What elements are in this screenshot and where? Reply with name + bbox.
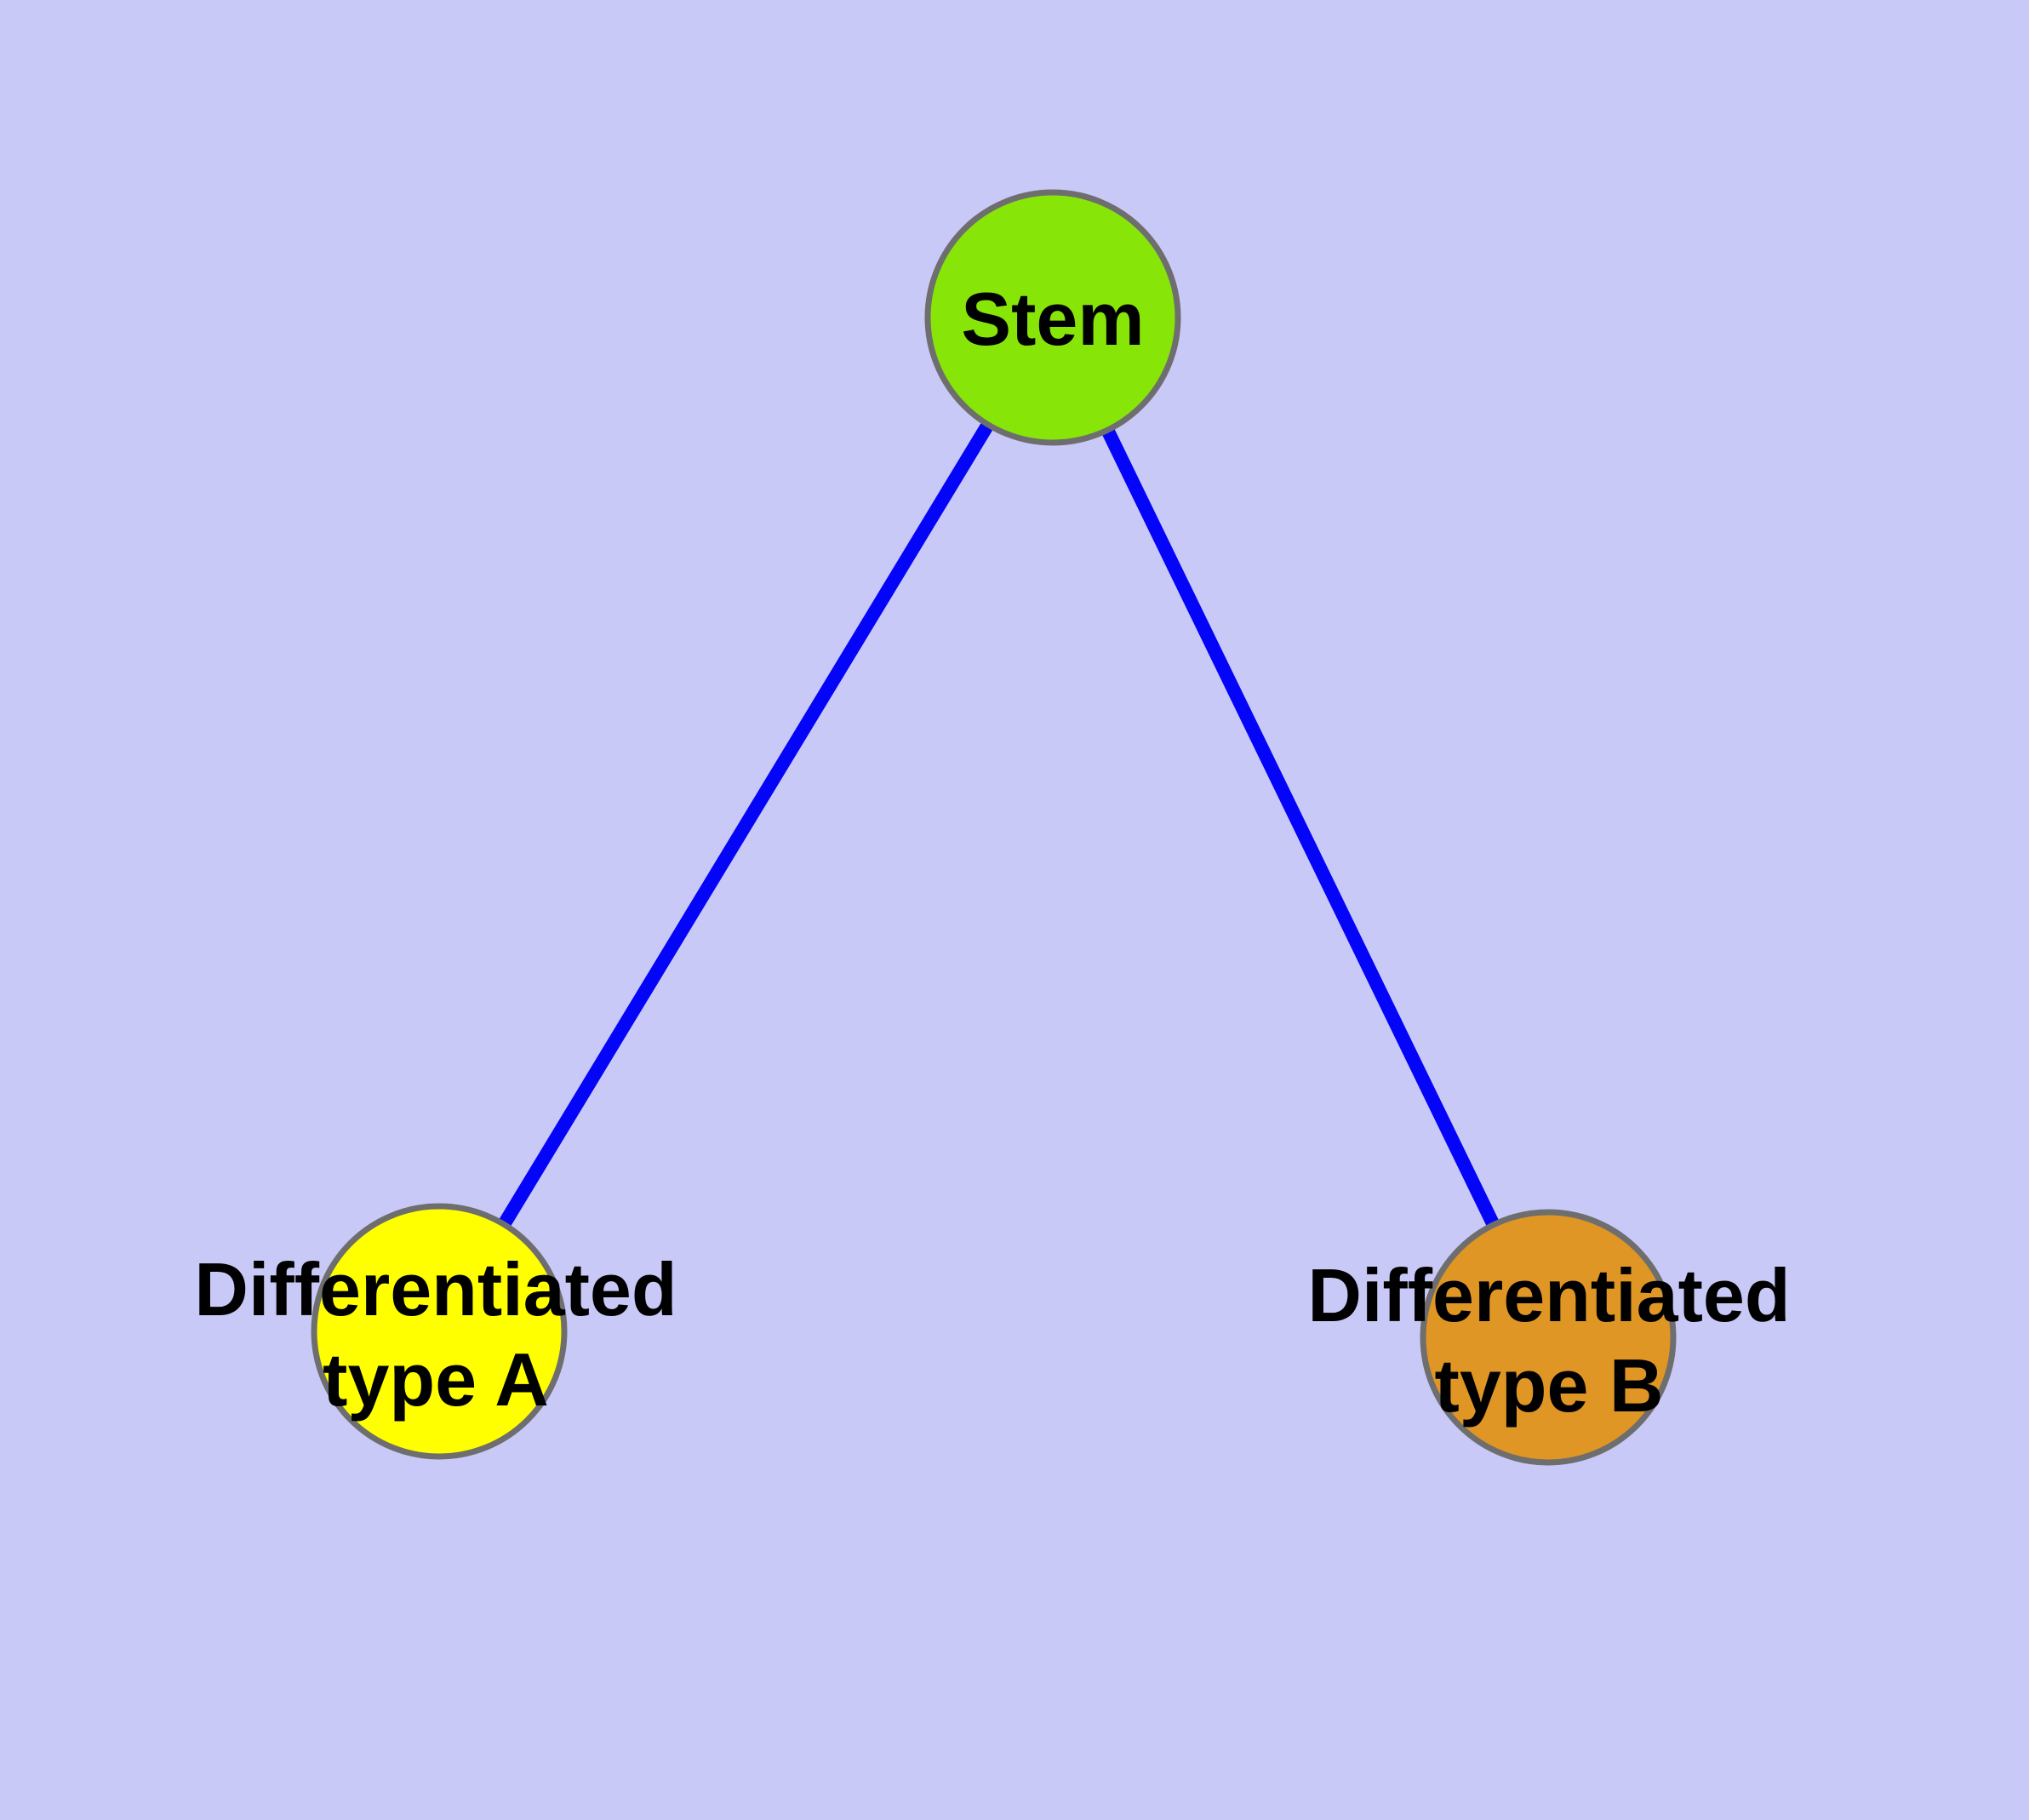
node-typeB-label: Differentiated type B [1307, 1253, 1791, 1428]
edge-stem-to-typeA [433, 313, 1059, 1336]
edge-stem-to-typeB [1046, 314, 1555, 1341]
node-typeA-label: Differentiated type A [194, 1247, 677, 1422]
node-typeB-circle [1420, 1209, 1677, 1466]
node-stem-label: Stem [961, 277, 1145, 361]
node-typeA-circle [311, 1203, 568, 1460]
node-stem-circle [924, 189, 1181, 446]
